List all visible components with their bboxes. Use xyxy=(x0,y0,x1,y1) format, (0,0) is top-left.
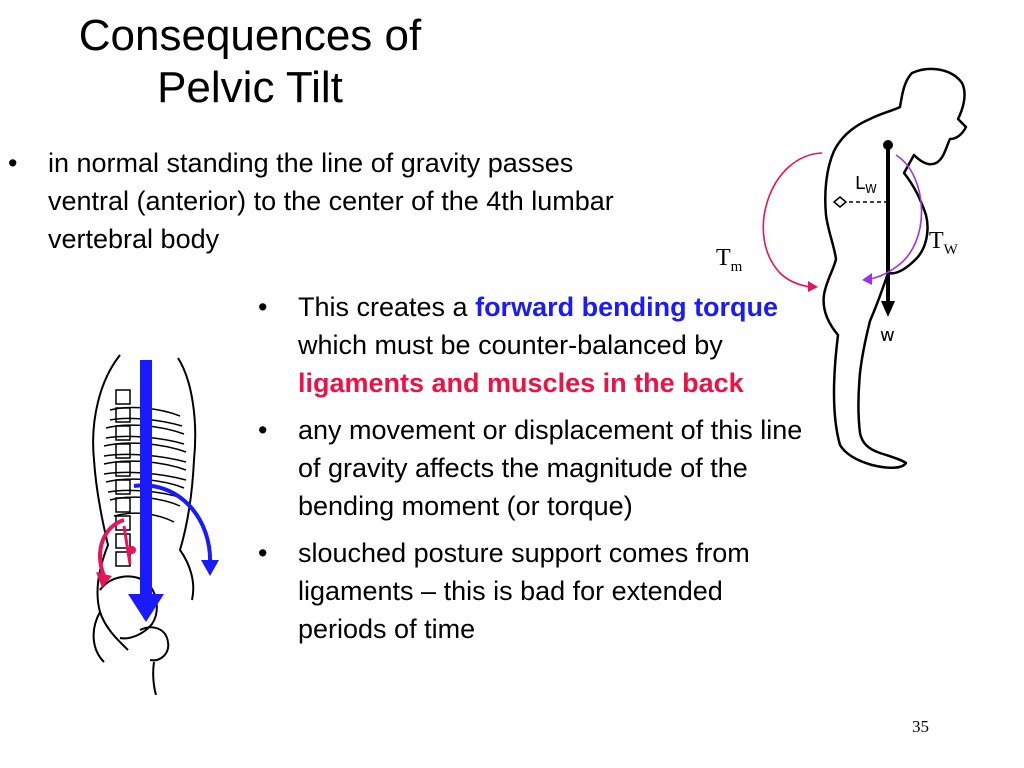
title-line-1: Consequences of xyxy=(78,11,422,60)
muscle-line xyxy=(122,525,132,565)
title-line-2: Pelvic Tilt xyxy=(157,63,343,112)
weight-torque-arc xyxy=(869,154,923,280)
bullet-dot: • xyxy=(258,538,268,568)
slide-title: Consequences of Pelvic Tilt xyxy=(50,10,450,114)
bullet-dot: • xyxy=(258,415,268,445)
bullet-text: in normal standing the line of gravity p… xyxy=(48,148,614,254)
bullet-text: any movement or displacement of this lin… xyxy=(298,415,803,521)
muscle-torque-arc xyxy=(762,152,823,288)
text-plain: which must be counter-balanced by xyxy=(298,330,723,360)
bent-posture-figure: LW w Tm TW xyxy=(716,67,968,469)
weight-torque-arrowhead xyxy=(862,273,872,285)
muscle-torque-arrowhead xyxy=(808,281,818,292)
tw-label: TW xyxy=(929,228,959,258)
torque-arc-arrowhead xyxy=(201,560,219,576)
bullet-forward-torque: • This creates a forward bending torque … xyxy=(256,288,804,402)
skeleton-figure xyxy=(92,354,219,695)
bullet-displacement: • any movement or displacement of this l… xyxy=(256,411,804,525)
gravity-arrowhead xyxy=(881,301,895,317)
pivot-point xyxy=(128,546,136,554)
lever-arm-label: LW xyxy=(855,173,877,196)
text-emphasis-red: ligaments and muscles in the back xyxy=(298,368,744,398)
lumbar-center-marker xyxy=(832,196,848,208)
human-silhouette xyxy=(822,67,968,469)
muscle-arc xyxy=(98,518,125,577)
bullet-normal-standing: • in normal standing the line of gravity… xyxy=(6,144,626,258)
spine xyxy=(115,389,131,567)
text-emphasis-blue: forward bending torque xyxy=(475,292,779,322)
bullet-text: This creates a forward bending torque wh… xyxy=(298,288,804,402)
bullet-dot: • xyxy=(258,292,268,322)
bullet-dot: • xyxy=(8,148,18,178)
gravity-arrowhead xyxy=(128,594,164,622)
bullet-slouched: • slouched posture support comes from li… xyxy=(256,534,804,648)
bullet-list: • This creates a forward bending torque … xyxy=(256,288,804,657)
muscle-arc-arrowhead xyxy=(96,572,112,588)
weight-label: w xyxy=(880,325,895,346)
tm-label: Tm xyxy=(716,245,743,275)
text-plain: This creates a xyxy=(298,292,476,322)
bullet-text: slouched posture support comes from liga… xyxy=(298,538,750,644)
page-number: 35 xyxy=(912,717,929,736)
